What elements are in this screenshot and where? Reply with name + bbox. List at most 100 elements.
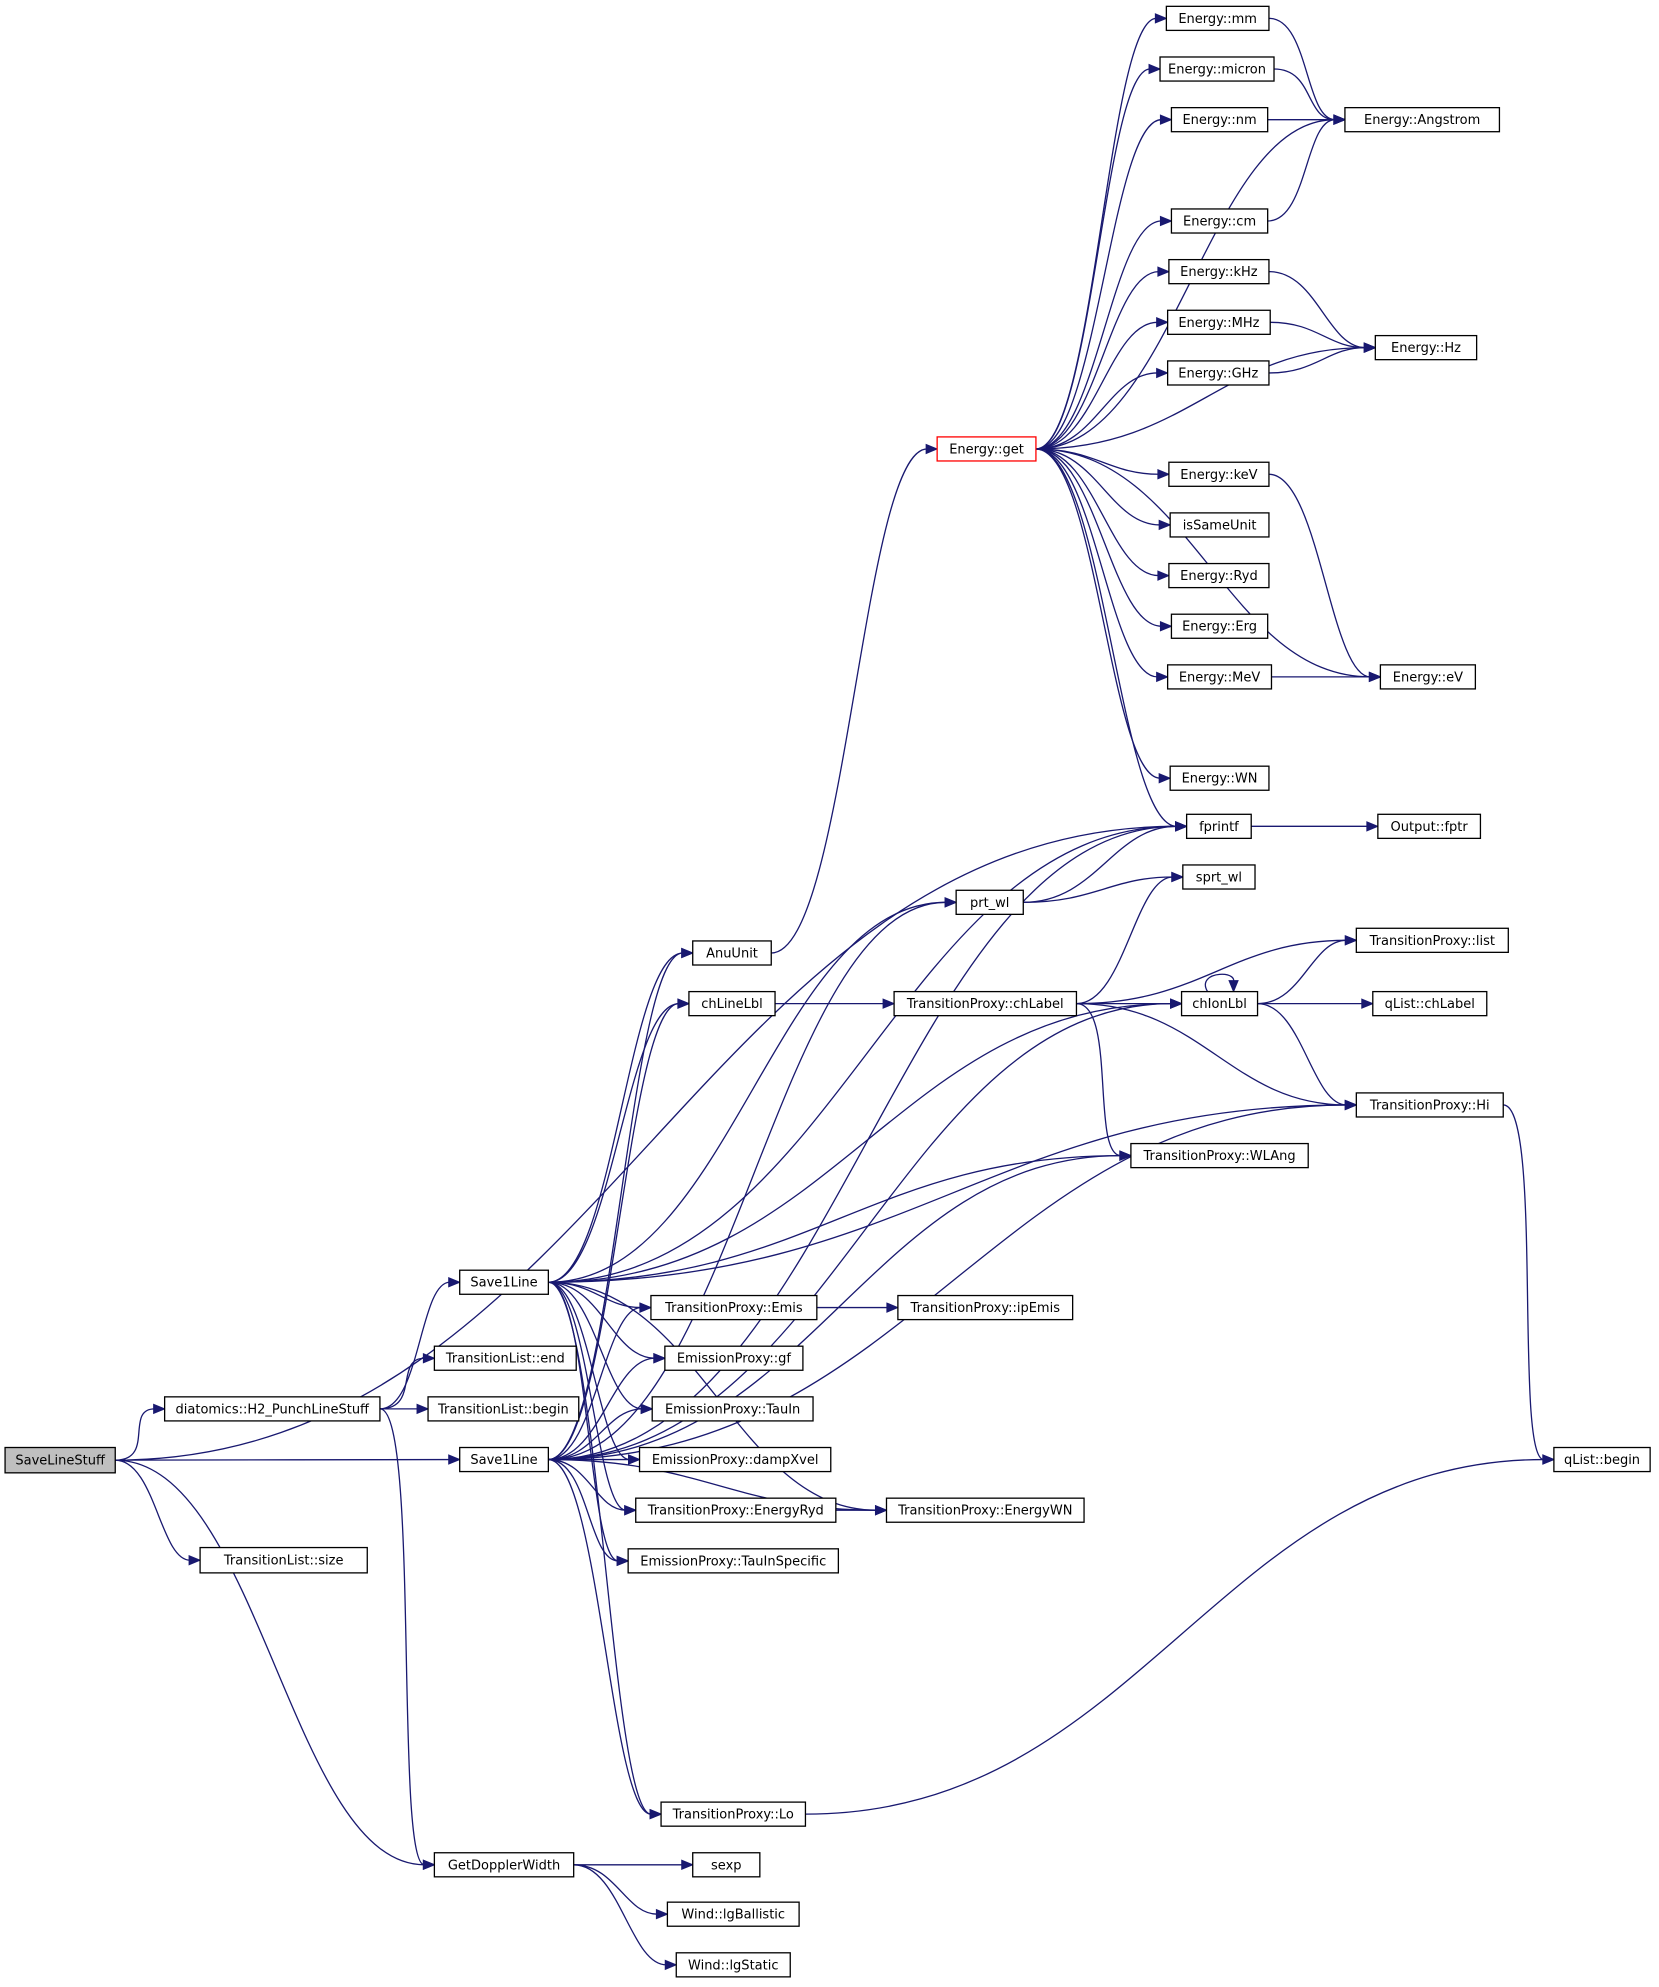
edge-save1line-b-to-ep-tauin: [548, 1403, 654, 1461]
node-getdopplerwidth[interactable]: GetDopplerWidth: [433, 1852, 575, 1878]
edge-line: [1035, 448, 1177, 827]
node-chlinelbl[interactable]: chLineLbl: [688, 990, 776, 1017]
node-box: [660, 1801, 807, 1827]
edge-line: [548, 1306, 641, 1461]
node-transitionproxy-emis[interactable]: TransitionProxy::Emis: [650, 1294, 818, 1321]
node-energy-khz[interactable]: Energy::kHz: [1168, 258, 1270, 285]
arrowhead-icon: [1158, 772, 1172, 784]
edge-line: [1035, 448, 1161, 779]
node-transitionproxy-lo[interactable]: TransitionProxy::Lo: [660, 1801, 807, 1827]
node-transitionlist-begin[interactable]: TransitionList::begin: [427, 1396, 580, 1422]
node-label: fprintf: [1199, 820, 1239, 835]
node-emissionproxy-tauin[interactable]: EmissionProxy::TauIn: [651, 1396, 814, 1422]
node-fprintf[interactable]: fprintf: [1185, 813, 1252, 840]
node-energy-ev[interactable]: Energy::eV: [1379, 664, 1477, 690]
node-energy-micron[interactable]: Energy::micron: [1159, 56, 1275, 82]
node-label: prt_wl: [970, 896, 1009, 911]
node-label: TransitionProxy::Hi: [1369, 1098, 1490, 1113]
edge-tp-emis-to-tp-ipemis: [816, 1302, 900, 1313]
node-chionlbl[interactable]: chIonLbl: [1180, 990, 1259, 1017]
node-qlist-chlabel[interactable]: qList::chLabel: [1372, 990, 1488, 1017]
node-energy-hz[interactable]: Energy::Hz: [1374, 334, 1478, 361]
node-energy-ghz[interactable]: Energy::GHz: [1166, 360, 1270, 386]
node-box: [199, 1546, 368, 1574]
node-label: Energy::mm: [1178, 12, 1257, 27]
edge-e-kev-to-e-ev: [1268, 473, 1382, 683]
node-label: EmissionProxy::TauIn: [665, 1402, 800, 1417]
node-prt-wl[interactable]: prt_wl: [955, 889, 1024, 915]
edge-energy-get-to-e-mhz: [1035, 317, 1169, 450]
node-transitionproxy-hi[interactable]: TransitionProxy::Hi: [1355, 1092, 1504, 1118]
node-wind-lgballistic[interactable]: Wind::lgBallistic: [666, 1901, 800, 1927]
node-energy-mm[interactable]: Energy::mm: [1165, 5, 1270, 32]
node-transitionproxy-chlabel[interactable]: TransitionProxy::chLabel: [893, 990, 1078, 1017]
node-box: [1130, 1142, 1309, 1169]
node-transitionproxy-energywn[interactable]: TransitionProxy::EnergyWN: [885, 1497, 1085, 1523]
node-energy-kev[interactable]: Energy::keV: [1168, 461, 1270, 487]
node-emissionproxy-tauinspecific[interactable]: EmissionProxy::TauInSpecific: [627, 1548, 840, 1574]
node-transitionlist-size[interactable]: TransitionList::size: [199, 1546, 368, 1574]
edge-line: [1268, 17, 1335, 121]
node-anuunit[interactable]: AnuUnit: [692, 940, 772, 966]
edge-save1line-b-to-tp-energyryd: [548, 1458, 638, 1516]
edge-line: [379, 1408, 425, 1866]
node-emissionproxy-gf[interactable]: EmissionProxy::gf: [664, 1345, 804, 1371]
node-transitionproxy-wlang[interactable]: TransitionProxy::WLAng: [1130, 1142, 1309, 1169]
edge-line: [548, 825, 1177, 1283]
edge-line: [1035, 448, 1161, 526]
edge-save1line-b-to-fprintf: [548, 821, 1188, 1461]
node-energy-get[interactable]: Energy::get: [936, 436, 1037, 462]
edge-line: [1023, 825, 1177, 903]
node-sprt-wl[interactable]: sprt_wl: [1182, 864, 1256, 890]
nodes-layer: SaveLineStuff diatomics::H2_PunchLineStuf…: [4, 5, 1651, 1978]
node-energy-nm[interactable]: Energy::nm: [1170, 106, 1269, 133]
node-output-fptr[interactable]: Output::fptr: [1377, 813, 1482, 840]
edge-getdopplerwidth-to-sexp: [573, 1859, 695, 1871]
edge-h2-punchlinestuff-to-tl-end: [379, 1352, 436, 1410]
node-box: [675, 1952, 791, 1978]
edge-line: [379, 1357, 425, 1410]
node-transitionproxy-list[interactable]: TransitionProxy::list: [1355, 927, 1509, 953]
arrowhead-icon: [1344, 935, 1358, 946]
node-energy-angstrom[interactable]: Energy::Angstrom: [1344, 106, 1501, 133]
node-savelinestuff[interactable]: SaveLineStuff: [4, 1446, 116, 1474]
node-transitionproxy-energyryd[interactable]: TransitionProxy::EnergyRyd: [635, 1497, 837, 1523]
node-transitionlist-end[interactable]: TransitionList::end: [433, 1345, 577, 1371]
node-energy-mhz[interactable]: Energy::MHz: [1166, 309, 1271, 335]
edge-line: [115, 1459, 425, 1866]
node-save1line[interactable]: Save1Line: [459, 1269, 550, 1295]
edge-save1line-b-to-chlinelbl: [548, 998, 691, 1461]
node-sexp[interactable]: sexp: [692, 1852, 761, 1878]
node-box: [897, 1294, 1074, 1321]
node-energy-ryd[interactable]: Energy::Ryd: [1168, 562, 1270, 589]
node-energy-wn[interactable]: Energy::WN: [1169, 765, 1270, 791]
edge-line: [1035, 448, 1158, 678]
edge-chionlbl-to-chionlbl: [1204, 973, 1239, 993]
arrowhead-icon: [653, 1352, 667, 1364]
node-energy-cm[interactable]: Energy::cm: [1170, 208, 1269, 234]
node-energy-mev[interactable]: Energy::MeV: [1166, 664, 1273, 690]
arrowhead-icon: [1154, 13, 1168, 24]
node-label: chLineLbl: [701, 997, 763, 1012]
node-transitionproxy-ipemis[interactable]: TransitionProxy::ipEmis: [897, 1294, 1074, 1321]
node-diatomics-h2-punchlinestuff[interactable]: diatomics::H2_PunchLineStuff: [163, 1396, 381, 1422]
node-emissionproxy-dampxvel[interactable]: EmissionProxy::dampXvel: [638, 1446, 832, 1473]
edge-line: [1268, 270, 1366, 349]
edge-e-mev-to-e-ev: [1271, 671, 1382, 683]
node-qlist-begin[interactable]: qList::begin: [1553, 1446, 1651, 1473]
edge-chlinelbl-to-tp-chlabel: [775, 998, 896, 1009]
edge-line: [1268, 346, 1366, 374]
node-save1line[interactable]: Save1Line: [459, 1446, 550, 1473]
node-wind-lgstatic[interactable]: Wind::lgStatic: [675, 1952, 791, 1978]
node-box: [893, 990, 1078, 1017]
edge-save1line-a-to-chlinelbl: [548, 998, 691, 1283]
node-issameunit[interactable]: isSameUnit: [1169, 512, 1270, 538]
node-box: [1168, 461, 1270, 487]
edge-line: [573, 1864, 667, 1966]
edge-line: [1076, 939, 1347, 1005]
arrowhead-icon: [1542, 1454, 1556, 1465]
edge-line: [1257, 1002, 1347, 1106]
node-energy-erg[interactable]: Energy::Erg: [1170, 613, 1269, 639]
edge-line: [548, 1281, 626, 1511]
node-label: Save1Line: [470, 1276, 537, 1291]
